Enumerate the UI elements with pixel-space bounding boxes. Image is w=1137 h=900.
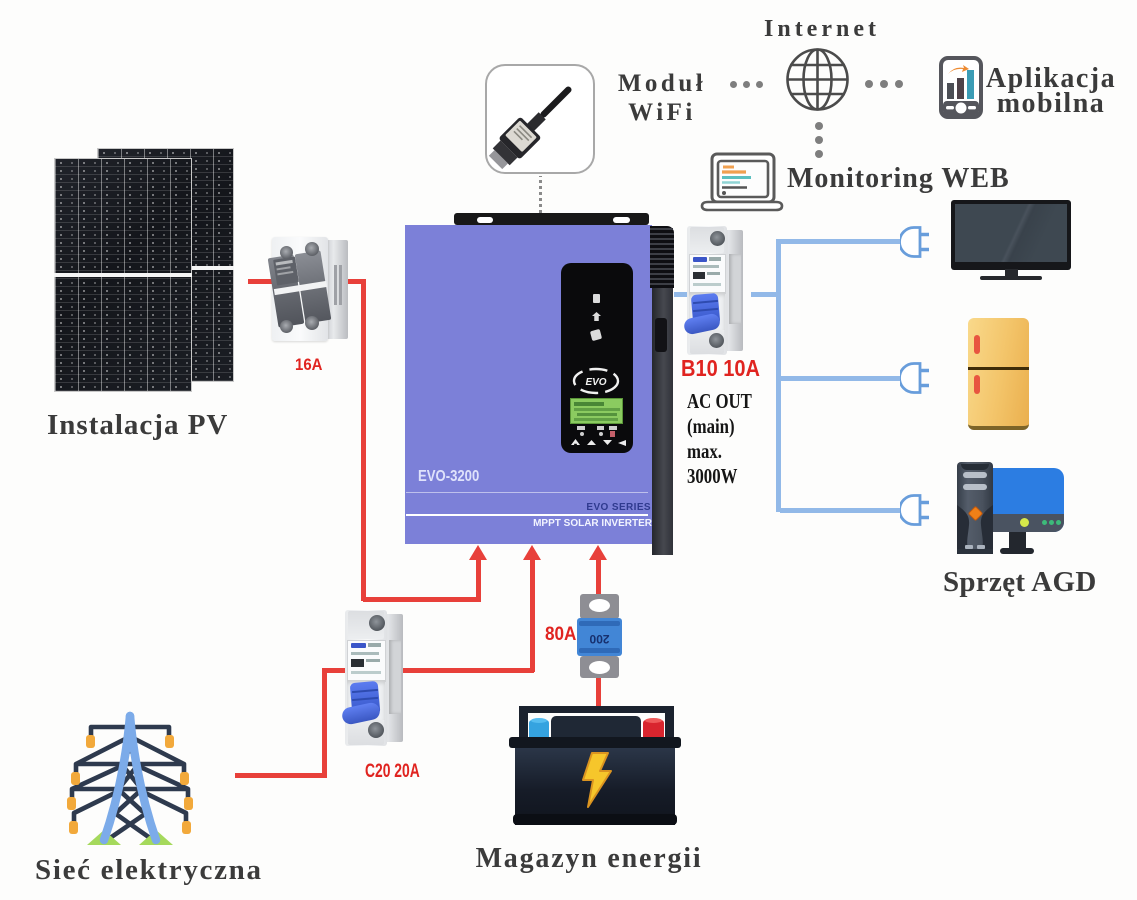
svg-text:EVO: EVO [585, 377, 606, 388]
